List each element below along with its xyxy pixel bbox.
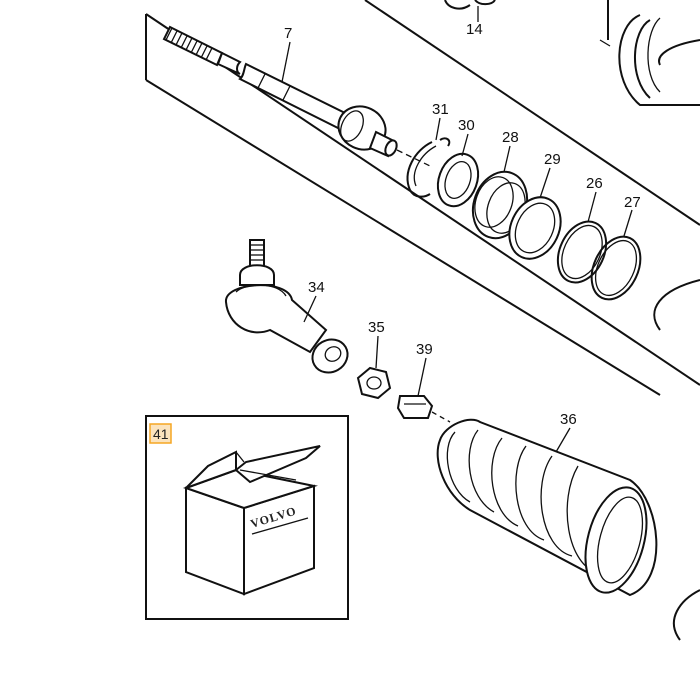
kit-number-badge (149, 423, 172, 444)
o-ring-29 (508, 196, 562, 260)
label-28: 28 (502, 129, 519, 146)
label-31: 31 (432, 101, 449, 118)
edge-fragment (653, 279, 700, 331)
bellows-boot (436, 418, 658, 597)
snap-ring (406, 137, 451, 198)
leader-lines (281, 18, 633, 453)
ring-27 (590, 235, 642, 301)
part-14-fragment (444, 0, 496, 18)
label-14: 14 (466, 21, 483, 38)
tie-rod (162, 25, 431, 167)
housing-fragment (618, 14, 700, 106)
label-39: 39 (416, 341, 433, 358)
label-35: 35 (368, 319, 385, 336)
edge-fragment-lower (673, 589, 700, 641)
label-30: 30 (458, 117, 475, 134)
kit-number-label: 41 (153, 426, 169, 442)
ring-26 (556, 220, 608, 284)
part-number-labels: 14 7 31 30 28 29 26 27 34 35 39 36 (284, 21, 641, 428)
label-29: 29 (544, 151, 561, 168)
clip-39 (396, 395, 451, 423)
label-27: 27 (624, 194, 641, 211)
ring-30 (436, 152, 480, 208)
nut-35 (356, 366, 392, 400)
tie-rod-end (224, 239, 349, 374)
label-36: 36 (560, 411, 577, 428)
sleeve-frame (145, 0, 700, 396)
label-7: 7 (284, 25, 292, 42)
kit-box-panel: 41 VOLVO (145, 415, 349, 620)
label-26: 26 (586, 175, 603, 192)
label-34: 34 (308, 279, 325, 296)
